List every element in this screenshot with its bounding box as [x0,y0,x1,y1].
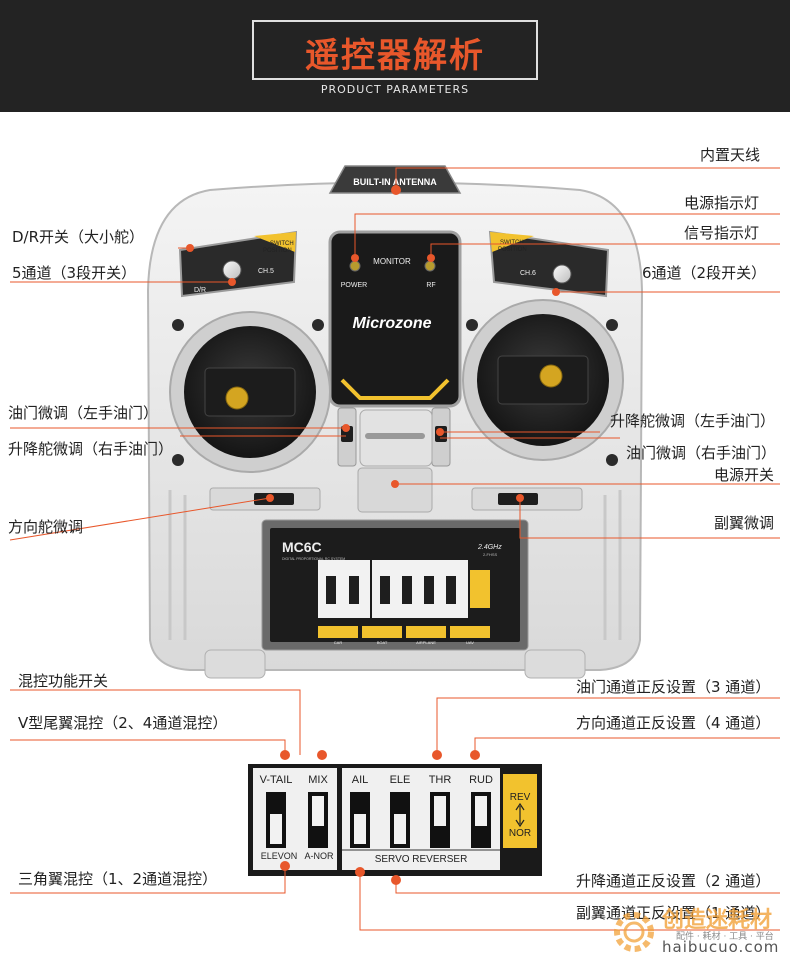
label-thr-trim-right: 油门微调（右手油门） [626,444,777,462]
elevon-label: ELEVON [261,851,298,861]
mini-rev-nor [470,570,490,608]
rudder-trim[interactable] [254,493,294,505]
label-mix-switch: 混控功能开关 [18,672,109,690]
label-thr-trim-left: 油门微调（左手油门） [8,404,159,422]
boat-label: BOAT [377,640,388,645]
label-rf-led: 信号指示灯 [684,224,760,242]
watermark-brand: 创造迷耗材 [662,908,773,933]
label-ail-trim: 副翼微调 [714,514,775,532]
dip-switch-panel: V-TAIL MIX ELEVON A-NOR AIL ELE THR RUD … [248,764,542,876]
mini-mix-panel [318,560,370,618]
label-vtail-mix: V型尾翼混控（2、4通道混控） [18,714,228,732]
label-power-switch: 电源开关 [714,466,775,484]
label-delta-mix: 三角翼混控（1、2通道混控） [18,870,218,888]
label-ch6: 6通道（2段开关） [642,264,767,282]
monitor-panel: MONITOR POWER RF Microzone [328,230,462,408]
label-power-led: 电源指示灯 [684,194,760,212]
label-dr-switch: D/R开关（大小舵） [12,228,145,246]
boat-icon [362,626,402,638]
right-switch-plate: SWITCH POSITION CH.6 [488,230,610,298]
model-small-line: DIGITAL PROPORTIONAL RC SYSTEM [282,557,345,561]
ail-label: AIL [352,774,369,786]
uav-label: UAV [466,640,474,645]
watermark-url: haibucuo.com [662,938,780,956]
label-ele-trim-right: 升降舵微调（右手油门） [8,440,174,458]
left-gimbal[interactable] [169,311,331,473]
mix-label: MIX [308,774,328,786]
label-antenna: 内置天线 [700,146,761,164]
label-thr-reverse: 油门通道正反设置（3 通道） [576,678,771,696]
leader-dots [186,185,560,885]
nor-label: NOR [509,828,531,839]
watermark [606,902,790,958]
anor-label: A-NOR [305,851,335,861]
label-ele-reverse: 升降通道正反设置（2 通道） [576,872,771,890]
servo-reverser-label: SERVO REVERSER [375,854,468,865]
dr-label: D/R [194,287,206,294]
left-switch-position-2: POSITION [263,248,292,254]
rud-label: RUD [469,774,493,786]
power-switch[interactable] [357,467,433,513]
right-switch-position-1: SWITCH [500,240,524,246]
rev-label: REV [510,792,531,803]
rf-led [424,260,436,272]
airplane-label: AIRPLANE [416,640,436,645]
label-rud-reverse: 方向通道正反设置（4 通道） [576,714,771,732]
page-title: 遥控器解析 [305,36,485,76]
page-subtitle: PRODUCT PARAMETERS [300,80,490,100]
ch5-label: CH.5 [258,268,274,275]
right-switch-position-2: POSITION [498,247,527,253]
rf-led-label: RF [426,282,435,289]
ele-label: ELE [390,774,411,786]
model-name: MC6C [282,539,322,555]
ch6-switch[interactable] [552,264,572,284]
uav-icon [450,626,490,638]
airplane-icon [406,626,446,638]
right-gimbal[interactable] [462,299,624,461]
label-ail-reverse: 副翼通道正反设置（1 通道） [576,904,771,922]
gear-icon [614,912,654,952]
screws [172,319,618,466]
vtail-label: V-TAIL [260,774,293,786]
monitor-label: MONITOR [373,257,411,266]
power-led-label: POWER [341,282,367,289]
left-switch-position-1: SWITCH [270,241,294,247]
title-frame: 遥控器解析 [252,20,538,80]
label-rud-trim: 方向舵微调 [8,518,84,536]
car-label: CAR [334,640,343,645]
antenna-label: BUILT-IN ANTENNA [353,177,437,187]
watermark-tagline: 配件 · 耗材 · 工具 · 平台 [676,932,774,942]
car-icon [318,626,358,638]
freq-label: 2.4GHz [477,544,502,551]
label-ch5: 5通道（3段开关） [12,264,137,282]
thr-label: THR [429,774,452,786]
model-panel: MC6C DIGITAL PROPORTIONAL RC SYSTEM 2.4G… [261,519,529,651]
left-stick[interactable] [225,386,249,410]
ch6-label: CH.6 [520,270,536,277]
left-switch-plate: SWITCH POSITION CH.5 D/R [178,230,298,298]
brand-logo: Microzone [352,315,431,332]
label-ele-trim-left: 升降舵微调（左手油门） [610,412,776,430]
antenna: BUILT-IN ANTENNA [328,165,462,194]
fhss-label: 2-FHSS [483,552,498,557]
power-led [349,260,361,272]
right-stick[interactable] [539,364,563,388]
ch5-switch[interactable] [222,260,242,280]
